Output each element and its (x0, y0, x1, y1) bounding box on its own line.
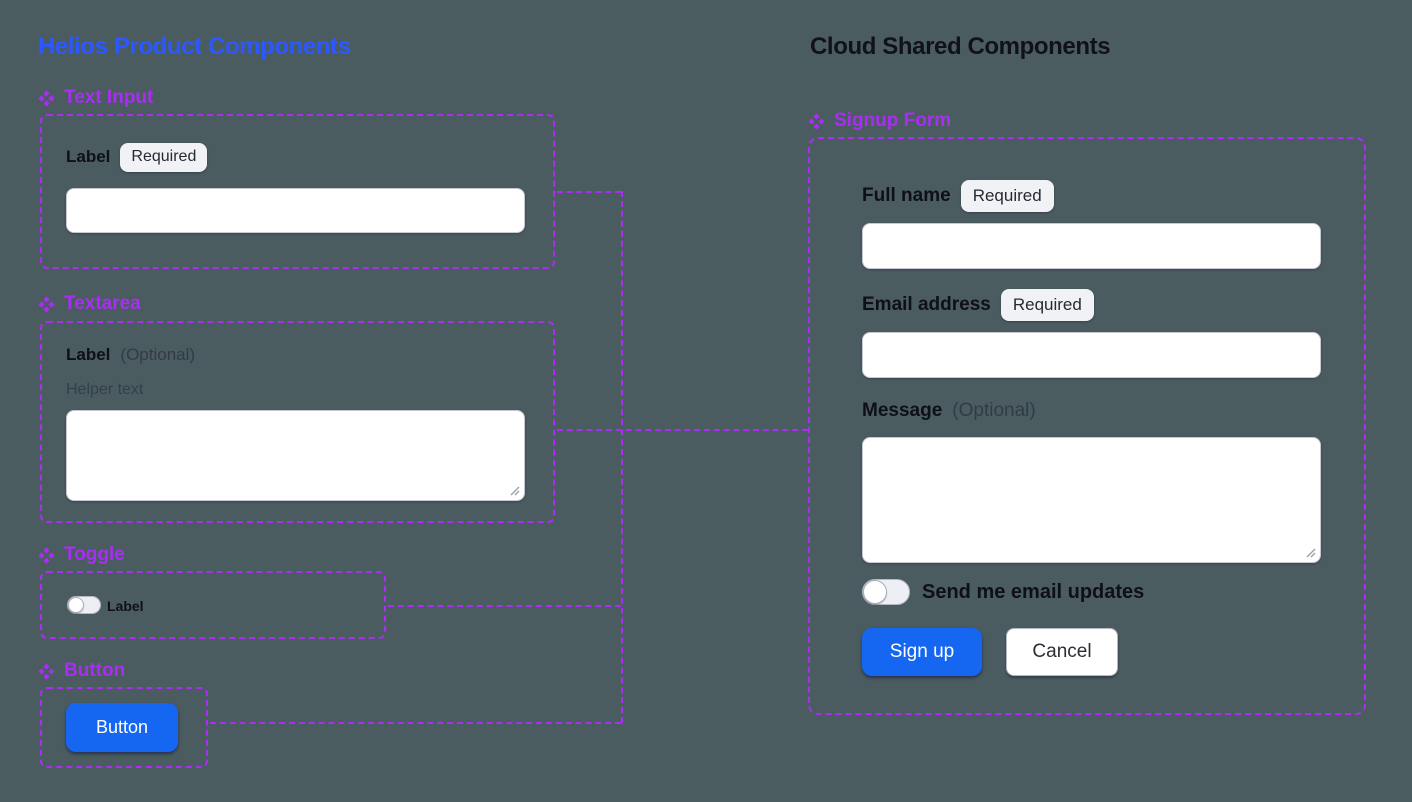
helios-column-title: Helios Product Components (38, 33, 351, 60)
toggle-component-title: Toggle (38, 544, 125, 566)
connector-button (210, 722, 621, 724)
text-input-field[interactable] (66, 188, 525, 233)
full-name-label-row: Full name Required (862, 180, 1054, 213)
connector-textarea-to-form (557, 429, 808, 431)
text-input-component-frame (40, 114, 555, 269)
component-title-label: Signup Form (834, 110, 952, 131)
toggle-knob (68, 597, 84, 613)
field-label: Message (862, 400, 943, 421)
signup-form-frame (808, 137, 1366, 715)
connector-toggle (388, 605, 621, 607)
signup-form-component-title: Signup Form (808, 110, 951, 132)
connector-trunk (621, 191, 623, 723)
textarea-label-row: Label (Optional) (66, 345, 195, 365)
optional-note: (Optional) (120, 345, 196, 364)
component-title-label: Toggle (64, 544, 125, 565)
field-label: Label (66, 345, 111, 364)
toggle-knob (863, 580, 887, 604)
component-diamond-icon (38, 546, 55, 564)
optional-note: (Optional) (952, 400, 1036, 421)
email-label-row: Email address Required (862, 289, 1094, 322)
email-input[interactable] (862, 332, 1321, 378)
sign-up-button[interactable]: Sign up (862, 628, 982, 676)
button-component-title: Button (38, 660, 125, 682)
sample-button[interactable]: Button (66, 703, 178, 752)
component-title-label: Button (64, 660, 126, 681)
text-input-component-title: Text Input (38, 87, 153, 109)
component-title-label: Textarea (64, 293, 141, 314)
text-input-label-row: Label Required (66, 143, 208, 172)
component-diamond-icon (38, 662, 55, 680)
textarea-component-title: Textarea (38, 293, 141, 315)
cancel-button[interactable]: Cancel (1006, 628, 1118, 676)
textarea-component-frame (40, 321, 555, 523)
component-title-label: Text Input (64, 87, 154, 108)
component-diamond-icon (808, 112, 825, 130)
required-badge: Required (1000, 289, 1094, 322)
toggle-label: Label (107, 598, 144, 614)
message-label-row: Message (Optional) (862, 400, 1036, 422)
connector-text-input (557, 191, 621, 193)
email-updates-label: Send me email updates (922, 581, 1145, 603)
email-updates-toggle[interactable] (862, 579, 910, 605)
required-badge: Required (120, 143, 208, 172)
field-label: Label (66, 147, 111, 167)
cloud-column-title: Cloud Shared Components (810, 33, 1111, 60)
textarea-field[interactable] (66, 410, 525, 501)
helper-text: Helper text (66, 381, 144, 398)
component-diamond-icon (38, 295, 55, 313)
required-badge: Required (960, 180, 1054, 213)
field-label: Full name (862, 185, 951, 207)
message-textarea[interactable] (862, 437, 1321, 563)
component-diamond-icon (38, 89, 55, 107)
toggle-component-frame (40, 571, 386, 639)
toggle-switch[interactable] (67, 596, 101, 614)
button-component-frame (40, 687, 208, 768)
full-name-input[interactable] (862, 223, 1321, 269)
field-label: Email address (862, 294, 991, 316)
